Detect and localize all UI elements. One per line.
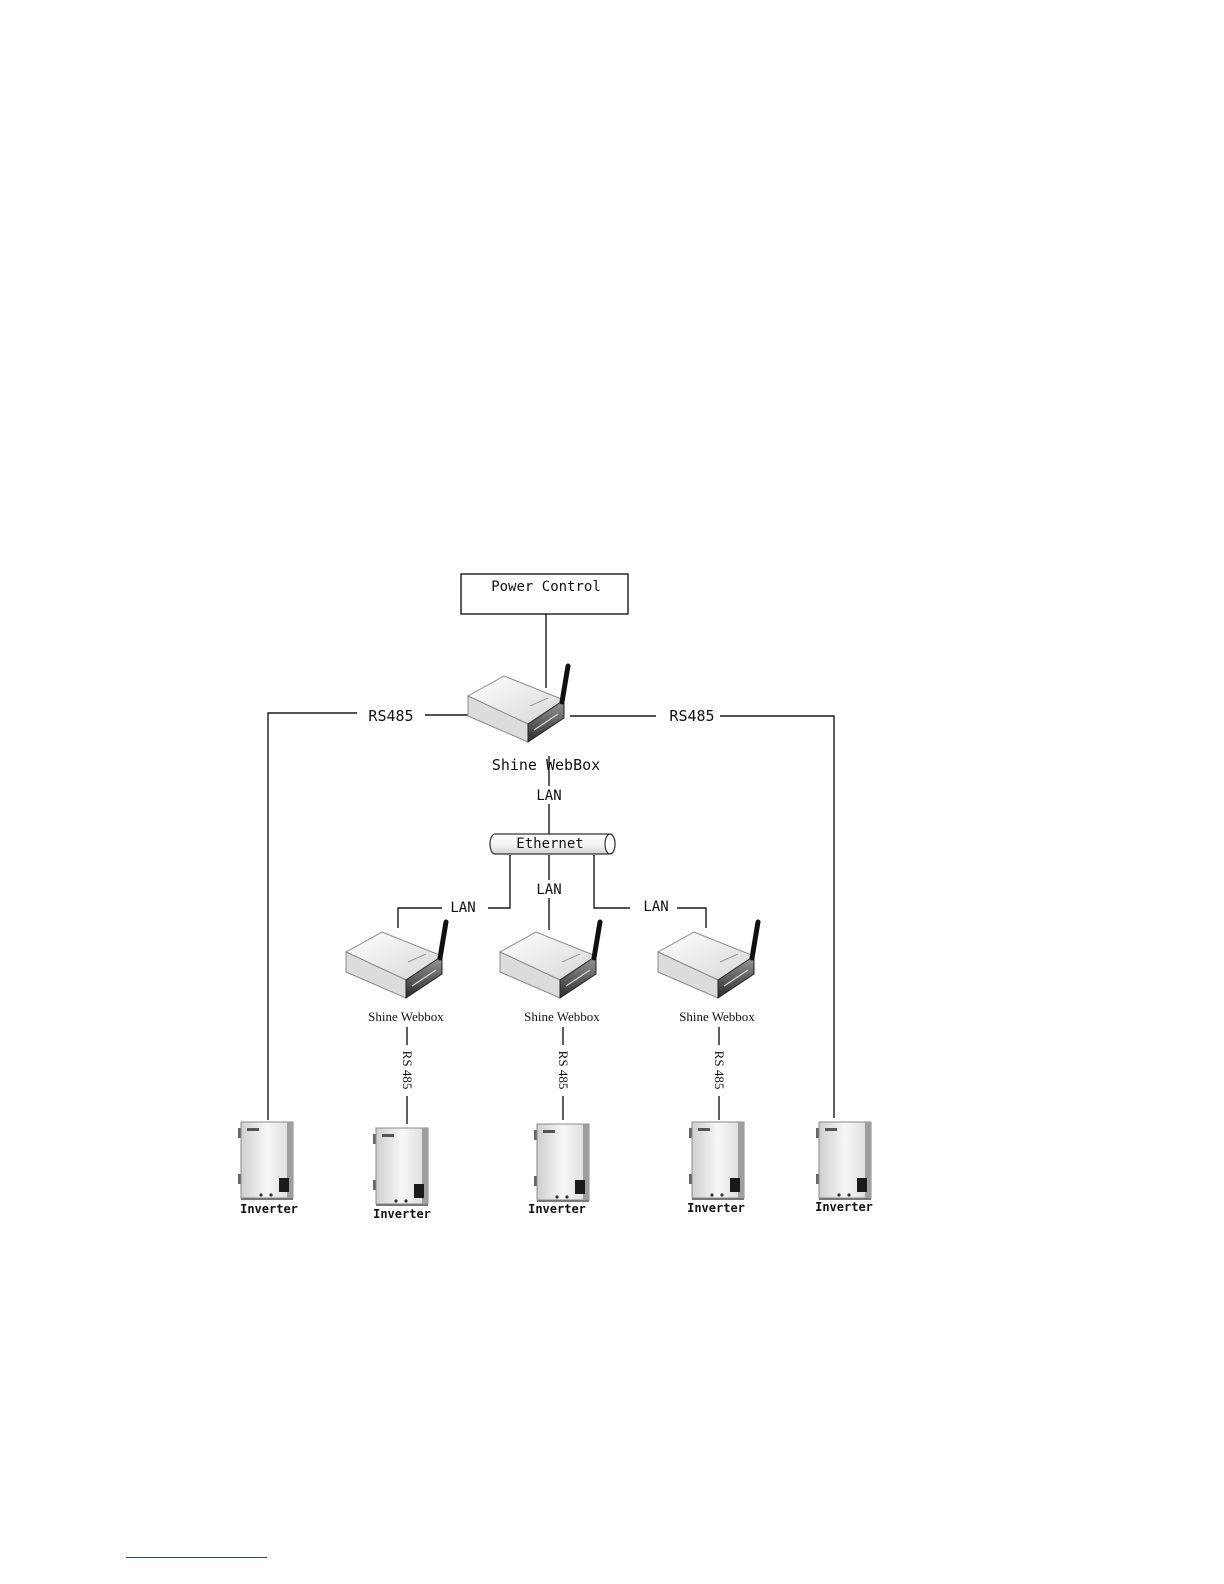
sub-webbox-icon-left	[346, 922, 446, 998]
rs485-sub-right-label: RS 485	[712, 1051, 727, 1090]
inverter-icon-3	[534, 1124, 589, 1202]
main-webbox-icon	[468, 666, 568, 742]
footnote-separator	[126, 1557, 267, 1558]
lan-center-label: LAN	[536, 882, 561, 898]
main-webbox-label: Shine WebBox	[492, 756, 600, 774]
rs485-right-line	[570, 716, 834, 1118]
inverter-label-2: Inverter	[373, 1207, 431, 1221]
lan-main-label: LAN	[536, 788, 561, 804]
rs485-sub-center-label: RS 485	[556, 1051, 571, 1090]
lan-right-line	[594, 855, 706, 928]
ethernet-label: Ethernet	[516, 836, 583, 852]
inverter-icon-1	[238, 1122, 293, 1200]
rs485-left-label: RS485	[368, 707, 413, 725]
inverter-icon-5	[816, 1122, 871, 1200]
sub-webbox-icon-center	[500, 922, 600, 998]
inverter-label-3: Inverter	[528, 1202, 586, 1216]
lan-left-label: LAN	[450, 900, 475, 916]
lan-right-label: LAN	[643, 899, 668, 915]
sub-webbox-icon-right	[658, 922, 758, 998]
inverter-label-5: Inverter	[815, 1200, 873, 1214]
rs485-left-line	[268, 713, 486, 1120]
power-control-label: Power Control	[491, 579, 601, 595]
rs485-sub-left-label: RS 485	[400, 1051, 415, 1090]
sub-webbox-label-right: Shine Webbox	[679, 1009, 755, 1024]
inverter-label-1: Inverter	[240, 1202, 298, 1216]
inverter-icon-2	[373, 1128, 428, 1206]
rs485-right-label: RS485	[669, 707, 714, 725]
inverter-icon-4	[689, 1122, 744, 1200]
sub-webbox-label-left: Shine Webbox	[368, 1009, 444, 1024]
sub-webbox-label-center: Shine Webbox	[524, 1009, 600, 1024]
inverter-label-4: Inverter	[687, 1201, 745, 1215]
lan-left-line	[398, 855, 510, 928]
